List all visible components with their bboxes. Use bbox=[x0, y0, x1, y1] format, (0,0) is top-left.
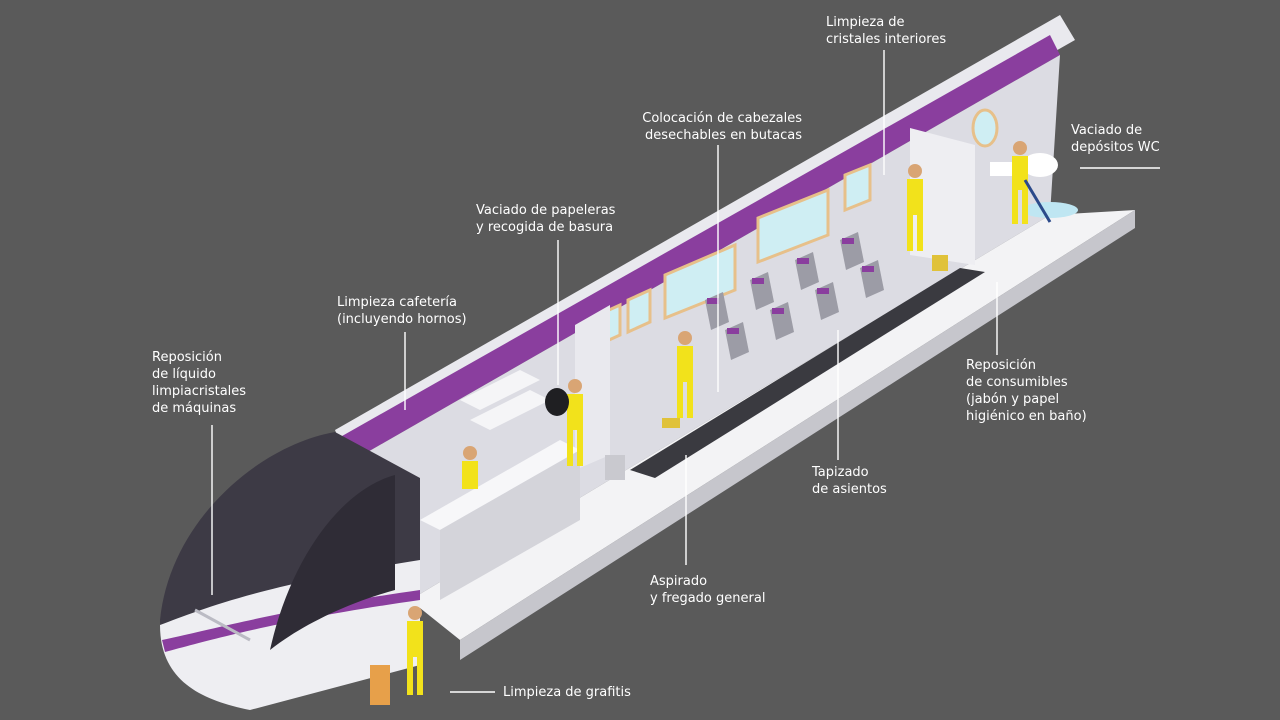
cafeteria-counter bbox=[420, 370, 580, 600]
floor bbox=[410, 210, 1135, 640]
headrest-icon bbox=[797, 258, 809, 264]
floor-edge bbox=[460, 210, 1135, 660]
workers bbox=[370, 141, 1052, 705]
label-consumables: Reposición de consumibles (jabón y papel… bbox=[966, 358, 1087, 424]
label-windows: Limpieza de cristales interiores bbox=[826, 15, 947, 47]
worker-figure bbox=[677, 331, 693, 418]
headrest-icon bbox=[752, 278, 764, 284]
label-vacuum: Aspirado y fregado general bbox=[650, 574, 766, 606]
label-cafeteria: Limpieza cafetería (incluyendo hornos) bbox=[337, 295, 467, 327]
window-icon bbox=[756, 187, 830, 265]
label-headrests: Colocación de cabezales desechables en b… bbox=[642, 111, 802, 143]
trash-bag-icon bbox=[545, 388, 569, 416]
windshield bbox=[270, 475, 395, 650]
water-splash-icon bbox=[1022, 202, 1078, 218]
porthole-icon bbox=[971, 108, 999, 148]
window-icon bbox=[626, 287, 652, 335]
worker-figure bbox=[567, 379, 583, 466]
label-bins: Vaciado de papeleras y recogida de basur… bbox=[476, 203, 616, 235]
roof-stripe bbox=[335, 35, 1060, 465]
seats bbox=[705, 232, 884, 360]
worker-figure bbox=[907, 164, 923, 251]
wc-partition bbox=[910, 128, 975, 265]
aisle-mat bbox=[630, 268, 985, 478]
worker-figure bbox=[462, 446, 478, 489]
toilet-icon bbox=[1022, 153, 1058, 177]
headrest-icon bbox=[707, 298, 719, 304]
label-wc: Vaciado de depósitos WC bbox=[1071, 123, 1160, 155]
wiper-icon bbox=[194, 608, 251, 642]
wc bbox=[990, 153, 1078, 218]
label-upholstery: Tapizado de asientos bbox=[812, 465, 887, 497]
partition-wall bbox=[575, 305, 610, 470]
train-cab bbox=[160, 432, 420, 710]
headrest-icon bbox=[842, 238, 854, 244]
headrest-icon bbox=[817, 288, 829, 294]
mop-icon bbox=[1023, 179, 1052, 223]
leader-lines bbox=[211, 50, 1160, 693]
headrest-icon bbox=[727, 328, 739, 334]
bin-icon bbox=[605, 455, 625, 480]
bucket-icon bbox=[932, 255, 948, 271]
headrest-icon bbox=[862, 266, 874, 272]
worker-figure bbox=[407, 606, 423, 695]
label-cab-fluid: Reposición de líquido limpiacristales de… bbox=[152, 350, 247, 416]
pressure-washer-icon bbox=[370, 665, 390, 705]
window-icon bbox=[843, 162, 872, 213]
sink-icon bbox=[990, 162, 1012, 176]
bucket-icon bbox=[662, 418, 680, 428]
worker-figure bbox=[1012, 141, 1028, 224]
headrest-icon bbox=[772, 308, 784, 314]
label-graffiti: Limpieza de grafitis bbox=[503, 685, 631, 700]
